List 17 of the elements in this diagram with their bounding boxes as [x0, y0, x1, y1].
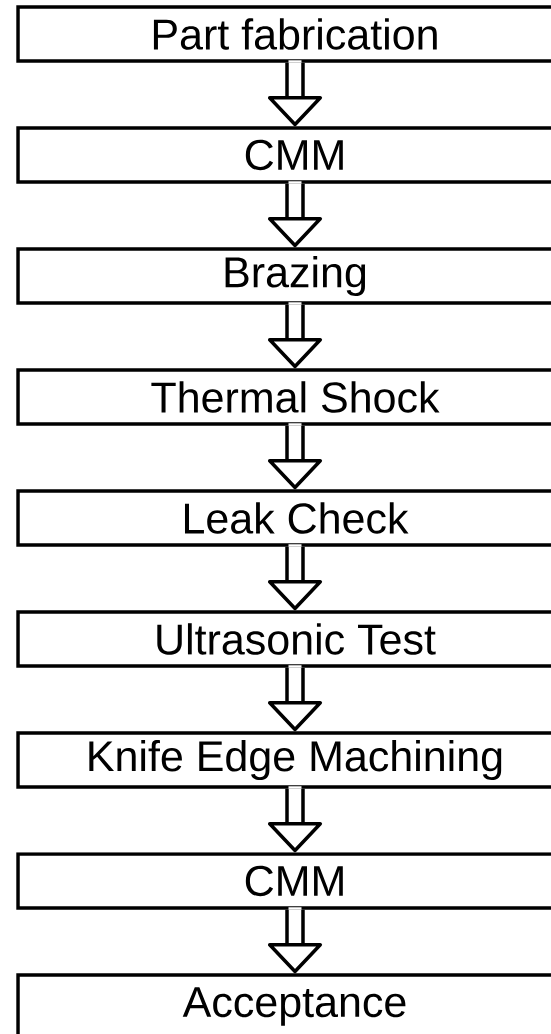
process-box: Acceptance: [16, 973, 551, 1034]
process-box: Brazing: [16, 247, 551, 305]
process-box: CMM: [16, 126, 551, 184]
process-box: Knife Edge Machining: [16, 731, 551, 789]
block-arrow: [267, 423, 323, 490]
process-box: CMM: [16, 852, 551, 910]
block-arrow: [267, 544, 323, 611]
block-arrow: [267, 181, 323, 248]
process-box: Part fabrication: [16, 5, 551, 63]
block-arrow: [267, 665, 323, 732]
process-box: Ultrasonic Test: [16, 610, 551, 668]
block-arrow: [267, 60, 323, 127]
process-box: Thermal Shock: [16, 368, 551, 426]
block-arrow: [267, 907, 323, 974]
block-arrow: [267, 786, 323, 853]
block-arrow: [267, 302, 323, 369]
process-box: Leak Check: [16, 489, 551, 547]
